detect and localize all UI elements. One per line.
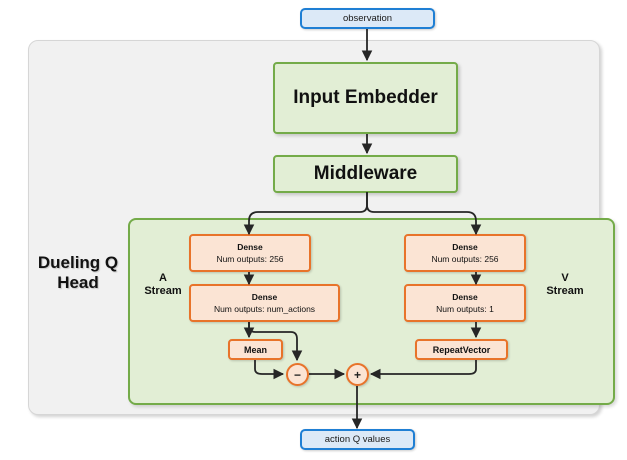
value-dense-1-node: Dense Num outputs: 256 [404,234,526,272]
advantage-dense-1-sub: Num outputs: 256 [216,254,284,264]
advantage-dense-2-node: Dense Num outputs: num_actions [189,284,340,322]
middleware-label: Middleware [313,163,418,184]
input-embedder-node: Input Embedder [273,62,458,134]
advantage-dense-2-sub: Num outputs: num_actions [213,304,316,314]
input-embedder-label: Input Embedder [293,87,438,108]
value-dense-1-title: Dense [452,242,478,252]
dueling-q-head-title-line1: Dueling Q [37,253,119,272]
repeat-vector-node: RepeatVector [415,339,508,360]
action-q-values-node: action Q values [300,429,415,450]
repeat-vector-label: RepeatVector [432,344,491,355]
subtract-operator-node: − [286,363,309,386]
value-dense-1-sub: Num outputs: 256 [431,254,499,264]
middleware-node: Middleware [273,155,458,193]
mean-node: Mean [228,339,283,360]
dueling-q-head-title: Dueling Q Head [30,253,126,292]
mean-label: Mean [243,344,267,355]
value-dense-2-sub: Num outputs: 1 [436,304,494,314]
value-stream-label-line1: V [561,272,569,284]
value-dense-2-title: Dense [452,292,478,302]
advantage-stream-label: A Stream [138,272,188,297]
advantage-stream-label-line2: Stream [144,284,182,297]
subtract-operator-symbol: − [293,367,301,382]
value-stream-label-line2: Stream [546,284,584,297]
observation-label: observation [342,13,393,24]
advantage-dense-1-title: Dense [237,242,263,252]
dueling-q-head-title-line2: Head [57,272,99,292]
value-dense-2-node: Dense Num outputs: 1 [404,284,526,322]
advantage-dense-2-title: Dense [251,292,278,302]
add-operator-node: + [346,363,369,386]
add-operator-symbol: + [353,367,361,382]
observation-node: observation [300,8,435,29]
advantage-dense-1-node: Dense Num outputs: 256 [189,234,311,272]
action-q-values-label: action Q values [324,434,391,445]
advantage-stream-label-line1: A [159,272,167,284]
value-stream-label: V Stream [540,272,590,297]
